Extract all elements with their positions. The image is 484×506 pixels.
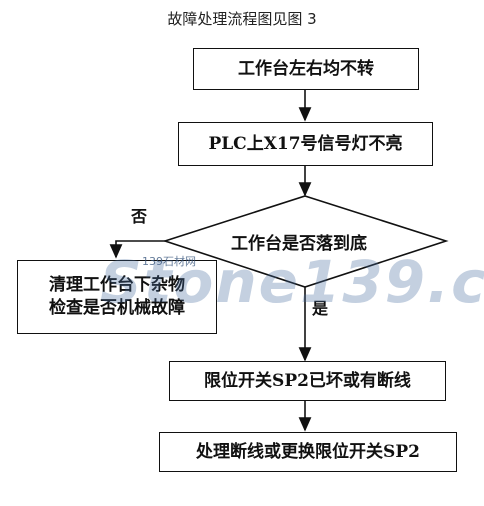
branch-label-yes: 是: [312, 299, 329, 318]
node-plc-signal: PLC上X17号信号灯不亮: [178, 122, 433, 166]
node-fix: 处理断线或更换限位开关SP2: [159, 432, 457, 472]
watermark-large: Stone139.com: [100, 248, 484, 316]
arrow-decision-no: [109, 240, 165, 259]
figure-caption: 故障处理流程图见图 3: [167, 10, 317, 28]
node-left-action: 清理工作台下杂物 检查是否机械故障: [17, 260, 217, 334]
branch-label-no: 否: [131, 207, 148, 226]
watermark-small: 139石材网: [142, 255, 196, 268]
node-switch-fault: 限位开关SP2已坏或有断线: [169, 361, 446, 401]
node-start: 工作台左右均不转: [193, 48, 419, 90]
node-decision-label: 工作台是否落到底: [231, 234, 367, 254]
